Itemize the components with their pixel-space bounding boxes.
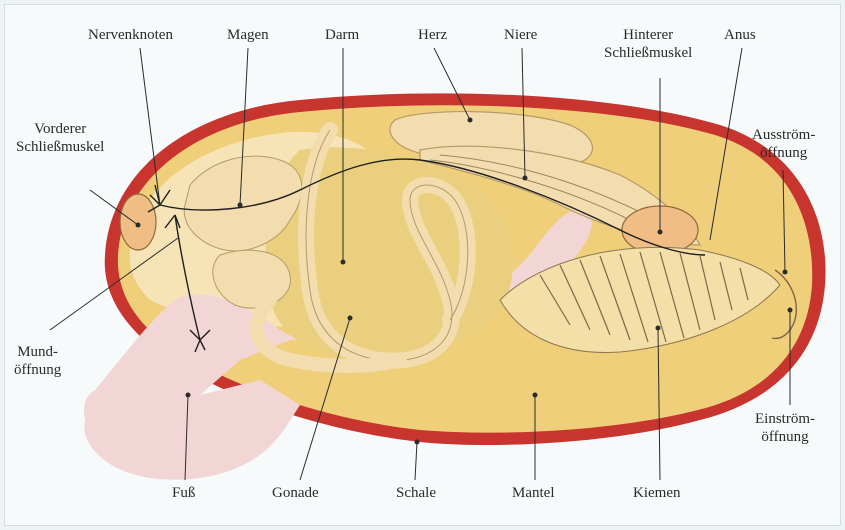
label-herz: Herz: [418, 26, 447, 44]
label-gonade: Gonade: [272, 484, 319, 502]
label-fuss: Fuß: [172, 484, 195, 502]
label-magen: Magen: [227, 26, 269, 44]
label-anus: Anus: [724, 26, 756, 44]
label-nervenknoten: Nervenknoten: [88, 26, 173, 44]
label-ausstroemoeffnung: Ausström-öffnung: [752, 126, 815, 162]
label-schale: Schale: [396, 484, 436, 502]
label-mundoeffnung: Mund-öffnung: [14, 343, 61, 379]
anterior-adductor-muscle: [120, 194, 156, 250]
label-kiemen: Kiemen: [633, 484, 680, 502]
label-mantel: Mantel: [512, 484, 555, 502]
label-niere: Niere: [504, 26, 537, 44]
label-darm: Darm: [325, 26, 359, 44]
label-einstroemoeffnung: Einström-öffnung: [755, 410, 815, 446]
